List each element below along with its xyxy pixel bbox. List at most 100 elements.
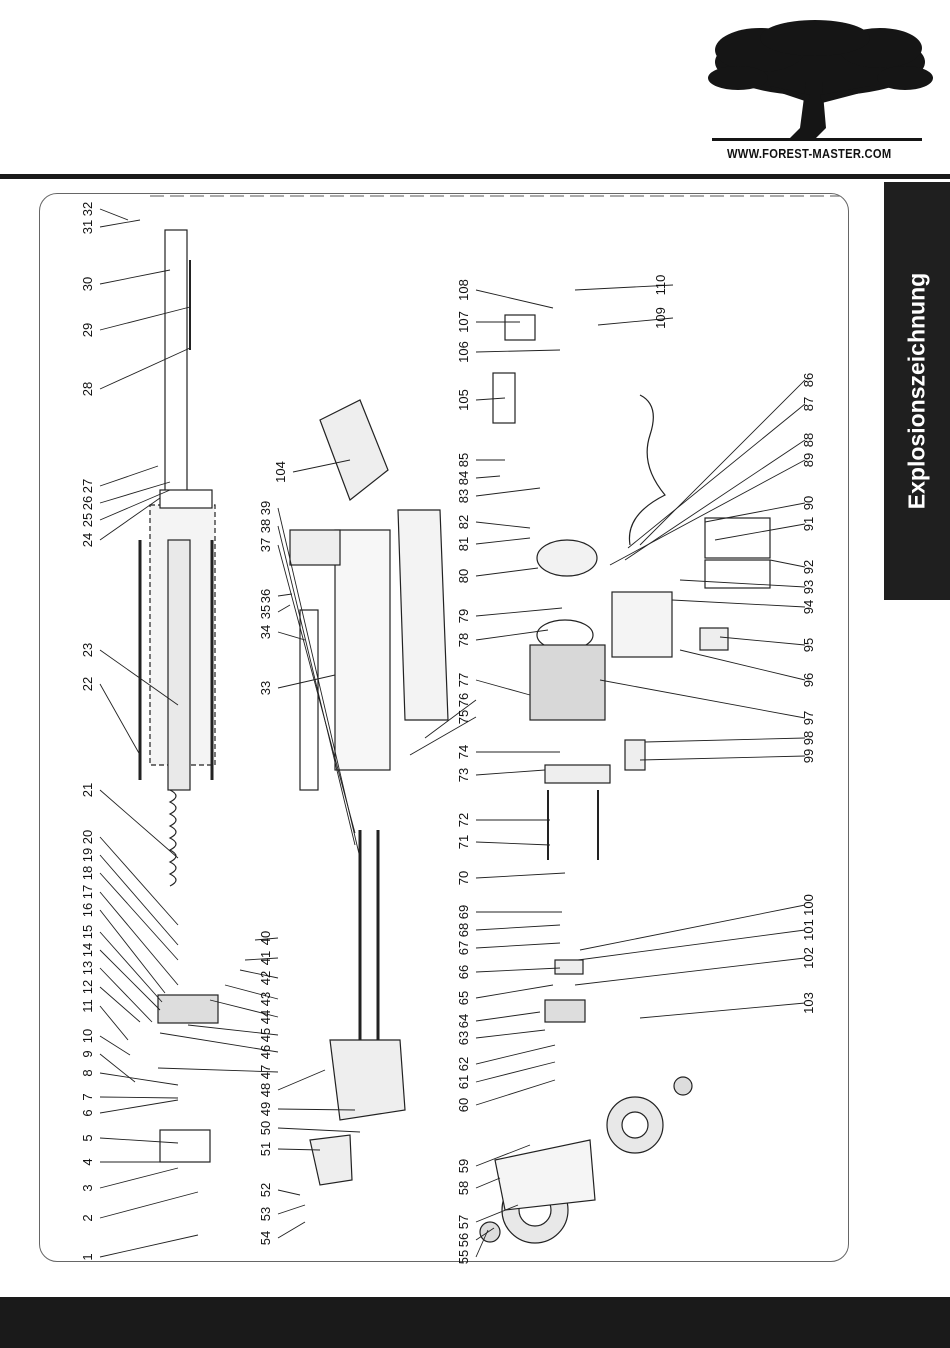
part-label: 4: [80, 1158, 95, 1165]
leader-line: [719, 636, 806, 646]
leader-line: [475, 1061, 556, 1083]
motor-assembly-part: [529, 539, 611, 1023]
leader-line: [99, 465, 159, 487]
leader-line: [644, 737, 806, 743]
leader-line: [475, 567, 539, 577]
part-label: 67: [456, 941, 471, 955]
leader-line: [99, 986, 141, 1023]
part-label: 69: [456, 905, 471, 919]
part-label: 85: [456, 453, 471, 467]
drawing-frame: [39, 193, 849, 1262]
leader-line: [475, 1079, 556, 1106]
part-label: 54: [258, 1231, 273, 1245]
part-label: 18: [80, 866, 95, 880]
leader-line: [209, 999, 279, 1018]
leader-line: [599, 679, 806, 719]
leader-line: [475, 607, 563, 617]
leader-line: [99, 1096, 179, 1099]
leader-line: [159, 1032, 279, 1053]
leader-line: [277, 1189, 301, 1196]
footer-bar: [0, 1297, 950, 1348]
part-label: 56: [456, 1233, 471, 1247]
leader-line: [597, 317, 674, 326]
part-label: 15: [80, 925, 95, 939]
leader-line: [475, 349, 561, 353]
part-label: 74: [456, 745, 471, 759]
leader-line: [475, 537, 531, 545]
leader-line: [99, 1005, 129, 1041]
part-label: 21: [80, 783, 95, 797]
leader-line: [627, 403, 806, 549]
part-label: 58: [456, 1181, 471, 1195]
part-label: 71: [456, 835, 471, 849]
leader-line: [475, 1177, 501, 1189]
leader-line: [99, 497, 161, 541]
leader-line: [475, 841, 551, 846]
part-label: 96: [801, 673, 816, 687]
part-label: 100: [801, 894, 816, 916]
part-label: 94: [801, 600, 816, 614]
part-label: 68: [456, 923, 471, 937]
part-label: 5: [80, 1134, 95, 1141]
part-label: 23: [80, 643, 95, 657]
part-label: 12: [80, 980, 95, 994]
leader-line: [475, 487, 541, 497]
part-label: 7: [80, 1093, 95, 1100]
part-label: 30: [80, 277, 95, 291]
tree-logo-icon: [708, 20, 933, 141]
leader-line: [475, 475, 501, 479]
leader-line: [292, 459, 351, 473]
leader-line: [475, 924, 561, 931]
part-label: 9: [80, 1050, 95, 1057]
part-label: 57: [456, 1215, 471, 1229]
leader-line: [99, 1191, 199, 1219]
part-label: 110: [653, 275, 668, 296]
part-label: 26: [80, 496, 95, 510]
leader-line: [475, 629, 549, 641]
part-label: 32: [80, 202, 95, 216]
part-label: 10: [80, 1029, 95, 1043]
part-label: 105: [456, 389, 471, 411]
part-label: 88: [801, 433, 816, 447]
leader-line: [99, 1053, 136, 1083]
leader-line: [475, 1229, 489, 1258]
part-label: 82: [456, 515, 471, 529]
leader-line: [99, 1137, 179, 1144]
part-label: 36: [258, 589, 273, 603]
leader-line: [99, 683, 141, 756]
leader-line: [574, 284, 674, 291]
part-label: 75: [456, 710, 471, 724]
part-label: 11: [80, 999, 95, 1013]
part-label: 34: [258, 625, 273, 639]
part-label: 37: [258, 538, 273, 552]
leader-line: [277, 631, 306, 641]
part-label: 106: [456, 341, 471, 363]
part-label: 90: [801, 496, 816, 510]
leader-line: [475, 967, 561, 973]
leader-line: [254, 937, 279, 941]
leader-line: [475, 1011, 541, 1022]
leader-line: [475, 769, 546, 776]
leader-line: [277, 1127, 361, 1133]
leader-line: [99, 789, 179, 859]
part-label: 73: [456, 768, 471, 782]
leader-line: [714, 523, 806, 541]
leader-line: [277, 525, 356, 846]
part-label: 46: [258, 1045, 273, 1059]
part-label: 104: [273, 461, 288, 483]
part-label: 16: [80, 903, 95, 917]
part-label: 87: [801, 397, 816, 411]
leader-line: [609, 459, 806, 566]
section-tab: Explosionszeichnung: [884, 182, 950, 600]
leader-line: [99, 481, 171, 504]
leader-line: [99, 306, 191, 331]
wheels-part: [479, 1076, 693, 1244]
leader-line: [679, 579, 806, 588]
leader-line: [574, 957, 806, 986]
part-label: 35: [258, 605, 273, 619]
part-label: 13: [80, 961, 95, 975]
leader-line: [187, 1024, 279, 1036]
part-label: 99: [801, 749, 816, 763]
leader-line: [99, 649, 179, 706]
leader-line: [99, 1234, 199, 1258]
